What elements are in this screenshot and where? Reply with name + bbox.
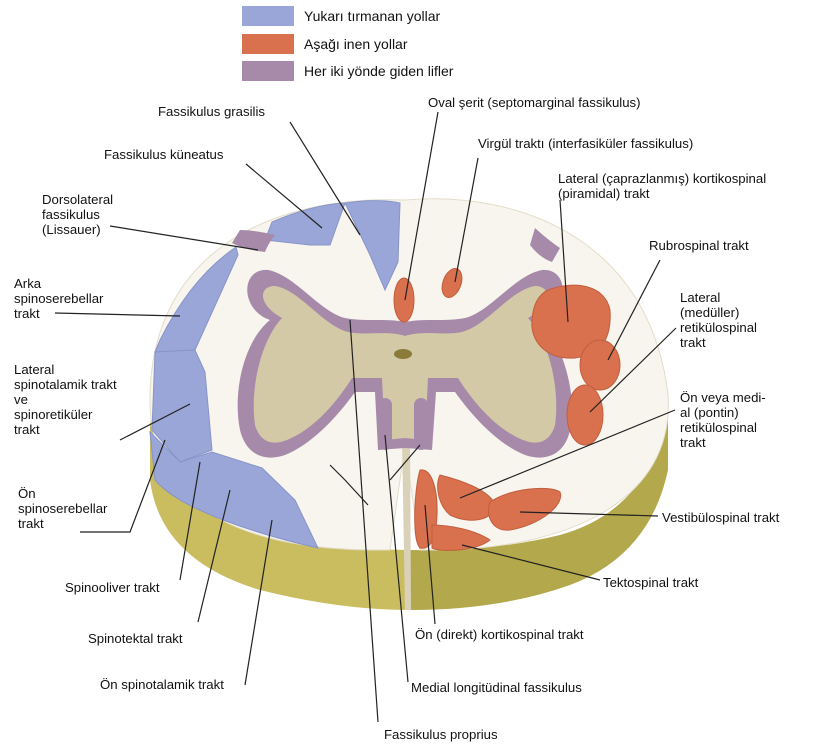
lateral-reticulospinal-tract	[567, 385, 603, 445]
medial-longitudinal-left	[378, 398, 392, 450]
label-rubrospinal: Rubrospinal trakt	[649, 238, 749, 253]
oval-bundle-tract	[394, 278, 414, 322]
label-oval: Oval şerit (septomarginal fassikulus)	[428, 95, 641, 110]
label-vestibulospinal: Vestibülospinal trakt	[662, 510, 779, 525]
label-spinooliver: Spinooliver trakt	[65, 580, 160, 595]
label-on-spinoserebellar: Ön spinoserebellar trakt	[18, 486, 107, 531]
label-fassikulus-proprius: Fassikulus proprius	[384, 727, 498, 742]
label-virgul: Virgül traktı (interfasiküler fassikulus…	[478, 136, 693, 151]
label-fassikulus-kuneatus: Fassikulus küneatus	[104, 147, 223, 162]
label-on-medial-retikulospinal: Ön veya medi- al (pontin) retikülospinal…	[680, 390, 766, 450]
medial-longitudinal-right	[414, 398, 428, 450]
label-on-direkt: Ön (direkt) kortikospinal trakt	[415, 627, 584, 642]
central-canal	[394, 349, 412, 359]
label-medial-longitudinal: Medial longitüdinal fassikulus	[411, 680, 582, 695]
label-lateral-spinotalamik: Lateral spinotalamik trakt ve spinoretik…	[14, 362, 117, 437]
label-tektospinal: Tektospinal trakt	[603, 575, 698, 590]
label-fassikulus-grasilis: Fassikulus grasilis	[158, 104, 265, 119]
label-spinotektal: Spinotektal trakt	[88, 631, 183, 646]
label-arka-spinoserebellar: Arka spinoserebellar trakt	[14, 276, 103, 321]
label-lateral-kortikospinal: Lateral (çaprazlanmış) kortikospinal (pi…	[558, 171, 766, 201]
label-lateral-retikulospinal: Lateral (medüller) retikülospinal trakt	[680, 290, 757, 350]
label-dorsolateral: Dorsolateral fassikulus (Lissauer)	[42, 192, 113, 237]
label-on-spinotalamik: Ön spinotalamik trakt	[100, 677, 224, 692]
